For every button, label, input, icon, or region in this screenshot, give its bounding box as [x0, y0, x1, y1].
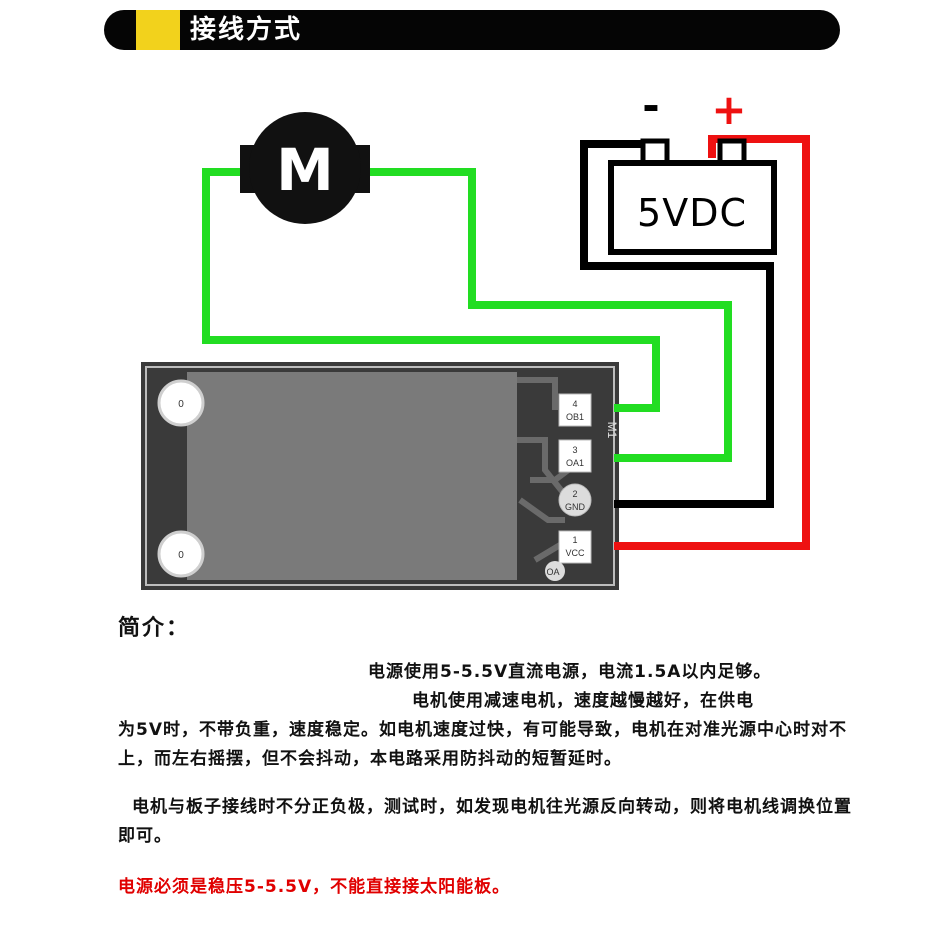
motor-label: M	[276, 136, 334, 204]
mounting-hole-label: 0	[178, 550, 184, 561]
intro-line-2: 电机使用减速电机，速度越慢越好，在供电	[412, 691, 754, 711]
intro-line-1: 电源使用5-5.5V直流电源，电流1.5A以内足够。	[368, 662, 772, 682]
relay-block	[187, 372, 517, 580]
pin-number: 1	[572, 535, 577, 545]
pin-name: GND	[565, 502, 586, 512]
pin-name: OA1	[566, 458, 584, 468]
pad-oa: OA	[545, 561, 565, 581]
page-title: 接线方式	[190, 15, 303, 45]
intro-paragraph-2: 为5V时，不带负重，速度稳定。如电机速度过快，有可能导致，电机在对准光源中心时对…	[118, 720, 847, 769]
pin-gnd: 2 GND	[558, 483, 592, 517]
positive-wire	[614, 135, 810, 550]
intro-paragraph-3: 电机与板子接线时不分正负极，测试时，如发现电机往光源反向转动，则将电机线调换位置…	[118, 797, 852, 846]
mounting-hole-bottom: 0	[157, 530, 205, 578]
motor: M	[240, 112, 370, 224]
pin-vcc: 1 VCC	[558, 530, 592, 564]
pcb-board	[141, 362, 619, 590]
header-bar	[104, 10, 840, 50]
intro-heading: 简介：	[118, 616, 191, 641]
battery: 5VDC	[608, 138, 777, 255]
pin-name: VCC	[565, 548, 585, 558]
board-side-text: M1	[605, 422, 619, 439]
pad-label: OA	[546, 567, 559, 577]
mounting-hole-top: 0	[157, 379, 205, 427]
pin-number: 4	[572, 399, 577, 409]
battery-plus-sign: +	[711, 85, 746, 134]
pin-number: 3	[572, 445, 577, 455]
pin-number: 2	[572, 489, 577, 499]
battery-label: 5VDC	[637, 191, 747, 235]
mounting-hole-label: 0	[178, 399, 184, 410]
pin-oa1: 3 OA1	[558, 439, 592, 473]
pin-name: OB1	[566, 412, 584, 422]
warning-text: 电源必须是稳压5-5.5V，不能直接接太阳能板。	[118, 877, 511, 897]
pin-ob1: 4 OB1	[558, 393, 592, 427]
header-accent	[136, 10, 180, 50]
motor-wire-b	[366, 168, 732, 462]
battery-minus-sign: -	[642, 81, 659, 130]
ground-wire	[580, 140, 774, 508]
motor-wire-a	[202, 168, 660, 412]
